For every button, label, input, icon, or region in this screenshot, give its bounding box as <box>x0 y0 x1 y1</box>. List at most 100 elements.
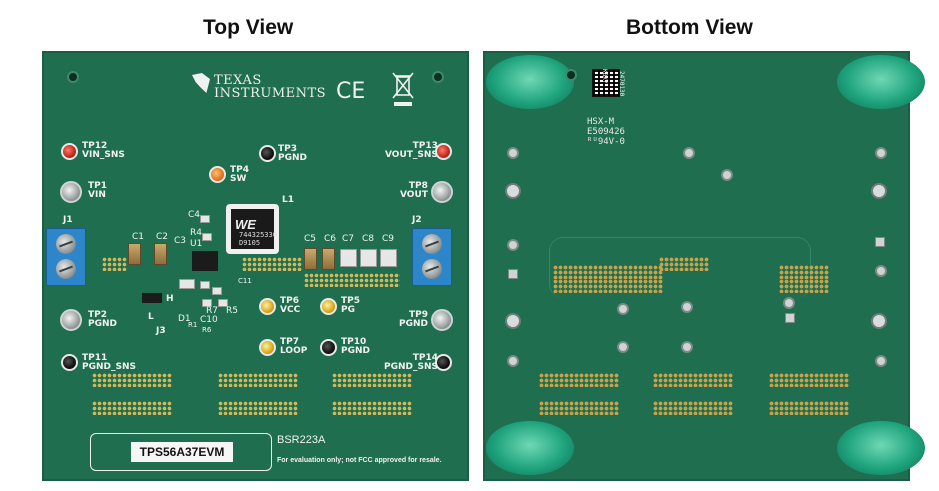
rubber-foot <box>837 421 925 475</box>
via <box>783 297 795 309</box>
c10-label: C10 <box>200 315 218 325</box>
j2-terminal-block <box>412 228 452 286</box>
part-number-box: TPS56A37EVM <box>90 433 272 471</box>
pad-array <box>779 265 829 279</box>
rubber-foot <box>486 421 574 475</box>
bottom-board-photo: 2470130 KBXY HSX-M E509426 ᴿᵁ94V-0 <box>483 51 925 481</box>
c7-label: C7 <box>342 234 355 244</box>
c11-label: C11 <box>238 277 252 285</box>
via <box>508 269 518 279</box>
c7-capacitor <box>340 249 357 267</box>
disclaimer-text: For evaluation only; not FCC approved fo… <box>277 457 442 464</box>
pad-array <box>769 401 849 415</box>
u1-ic <box>192 251 218 271</box>
via <box>507 355 519 367</box>
tp8-testpoint <box>431 181 453 203</box>
pad-array <box>218 401 298 415</box>
r1-label: R1 <box>188 321 198 329</box>
smd-part <box>202 299 212 307</box>
tp3-testpoint <box>259 145 276 162</box>
via <box>507 239 519 251</box>
via <box>875 265 887 277</box>
tp7-testpoint <box>259 339 276 356</box>
c2-capacitor <box>154 243 167 265</box>
via <box>617 303 629 315</box>
smd-part <box>218 299 228 307</box>
bsr-label: BSR223A <box>277 434 326 446</box>
c6-label: C6 <box>324 234 337 244</box>
pad-array <box>304 273 400 287</box>
mounting-hole <box>565 69 577 81</box>
c1-capacitor <box>128 243 141 265</box>
tp1-testpoint <box>60 181 82 203</box>
weee-bin-icon <box>392 72 414 106</box>
tp4-testpoint <box>209 166 226 183</box>
tp6-testpoint <box>259 298 276 315</box>
via <box>681 301 693 313</box>
c5-capacitor <box>304 248 317 270</box>
pad-array <box>218 373 298 387</box>
pad-array <box>779 279 829 293</box>
l1-label: L1 <box>282 195 294 205</box>
via <box>505 313 521 329</box>
j1-label: J1 <box>63 215 73 225</box>
c9-capacitor <box>380 249 397 267</box>
tp12-testpoint <box>61 143 78 160</box>
ce-mark: CE <box>336 79 366 104</box>
c9-label: C9 <box>382 234 395 244</box>
via <box>871 313 887 329</box>
qr-code <box>592 69 620 97</box>
u1-label: U1 <box>190 239 203 249</box>
smd-part <box>179 279 195 289</box>
tp13-testpoint <box>435 143 452 160</box>
r7-label: R7 <box>206 306 218 316</box>
via <box>871 183 887 199</box>
pad-array <box>92 373 172 387</box>
smd-part <box>212 287 222 295</box>
via <box>875 237 885 247</box>
pad-array <box>332 401 412 415</box>
j3-jumper <box>142 293 162 303</box>
c1-label: C1 <box>132 232 145 242</box>
r5-label: R5 <box>226 306 238 316</box>
smd-part <box>200 281 210 289</box>
inductor-brand: WE <box>235 217 256 232</box>
pad-array <box>653 401 733 415</box>
pad-array <box>659 257 709 271</box>
via <box>505 183 521 199</box>
tp11-testpoint <box>61 354 78 371</box>
mounting-hole <box>432 71 444 83</box>
d1-label: D1 <box>178 314 191 324</box>
pad-array <box>769 373 849 387</box>
c3-label: C3 <box>174 236 187 246</box>
pad-array <box>92 401 172 415</box>
pcb-marking: HSX-M E509426 ᴿᵁ94V-0 <box>587 117 625 147</box>
via <box>721 169 733 181</box>
fab-marking: KBXY <box>601 69 608 84</box>
c6-capacitor <box>322 248 335 270</box>
j3-label: J3 <box>156 326 166 336</box>
via <box>507 147 519 159</box>
c5-label: C5 <box>304 234 317 244</box>
pad-array <box>553 279 663 293</box>
tp2-testpoint <box>60 309 82 331</box>
c8-capacitor <box>360 249 377 267</box>
r4-label: R4 <box>190 228 202 238</box>
qr-code-text: 2470130 <box>618 71 625 97</box>
tp9-testpoint <box>431 309 453 331</box>
smd-part <box>200 215 210 223</box>
r6-label: R6 <box>202 326 212 334</box>
rubber-foot <box>837 55 925 109</box>
